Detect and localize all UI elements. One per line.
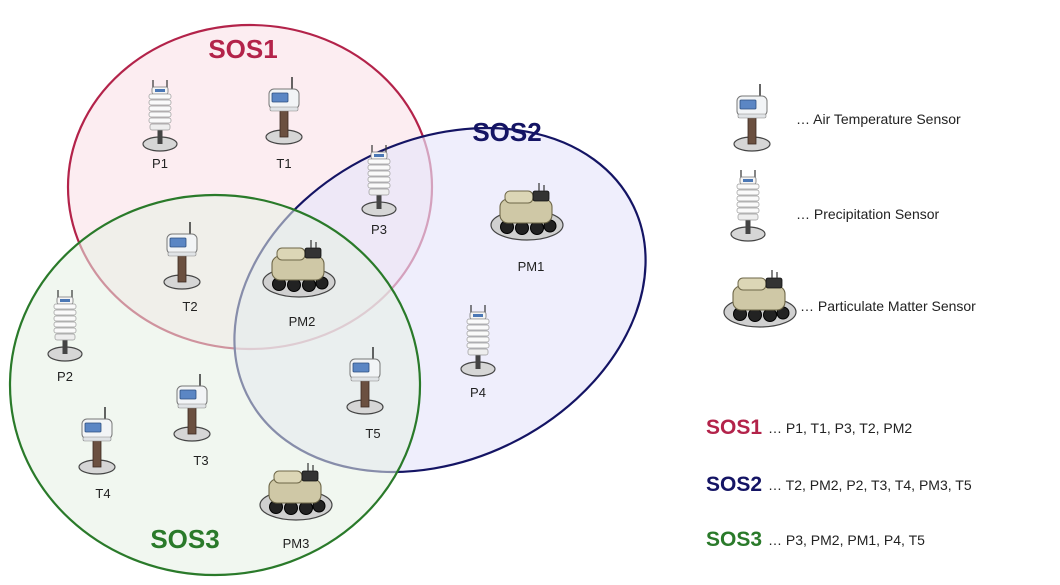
node-label: T5 <box>365 426 380 441</box>
node-t5: T5 <box>346 346 384 441</box>
node-t3: T3 <box>173 373 211 468</box>
sos3-title: SOS3 <box>150 524 219 554</box>
node-label: P3 <box>371 222 387 237</box>
legend-particulate-matter: … Particulate Matter Sensor <box>723 269 976 328</box>
node-p1: P1 <box>142 79 178 171</box>
sos3-region <box>8 193 422 577</box>
node-t4: T4 <box>78 406 116 501</box>
node-p3: P3 <box>361 144 397 237</box>
node-pm3: PM3 <box>259 462 333 551</box>
membership-sos2: SOS2 … T2, PM2, P2, T3, T4, PM3, T5 <box>706 473 972 496</box>
membership-sos3: SOS3 … P3, PM2, PM1, P4, T5 <box>706 528 925 551</box>
air-temperature-sensor-icon <box>733 83 771 152</box>
particulate-matter-sensor-icon <box>723 269 797 328</box>
membership-name: SOS1 <box>706 416 762 439</box>
sos1-title: SOS1 <box>208 34 277 64</box>
legend-label: … Air Temperature Sensor <box>796 111 961 127</box>
node-pm2: PM2 <box>262 239 336 329</box>
legend-air-temperature: … Air Temperature Sensor <box>733 83 961 152</box>
node-label: T4 <box>95 486 110 501</box>
node-t1: T1 <box>265 76 303 171</box>
membership-members: … P1, T1, P3, T2, PM2 <box>768 420 912 436</box>
node-label: PM2 <box>289 314 316 329</box>
node-t2: T2 <box>163 221 201 314</box>
membership-name: SOS2 <box>706 473 762 496</box>
legend-label: … Particulate Matter Sensor <box>800 298 976 314</box>
membership-name: SOS3 <box>706 528 762 551</box>
membership-members: … P3, PM2, PM1, P4, T5 <box>768 532 925 548</box>
legend-precipitation: … Precipitation Sensor <box>730 169 940 242</box>
node-label: PM3 <box>283 536 310 551</box>
node-p4: P4 <box>460 304 496 400</box>
node-p2: P2 <box>47 289 83 384</box>
node-pm1: PM1 <box>490 182 564 274</box>
node-label: P1 <box>152 156 168 171</box>
membership-members: … T2, PM2, P2, T3, T4, PM3, T5 <box>768 477 972 493</box>
node-label: P4 <box>470 385 486 400</box>
membership-sos1: SOS1 … P1, T1, P3, T2, PM2 <box>706 416 912 439</box>
node-label: T1 <box>276 156 291 171</box>
precipitation-sensor-icon <box>730 169 766 242</box>
sos2-title: SOS2 <box>472 117 541 147</box>
node-label: P2 <box>57 369 73 384</box>
node-label: PM1 <box>518 259 545 274</box>
node-label: T2 <box>182 299 197 314</box>
legend-label: … Precipitation Sensor <box>796 206 940 222</box>
node-label: T3 <box>193 453 208 468</box>
